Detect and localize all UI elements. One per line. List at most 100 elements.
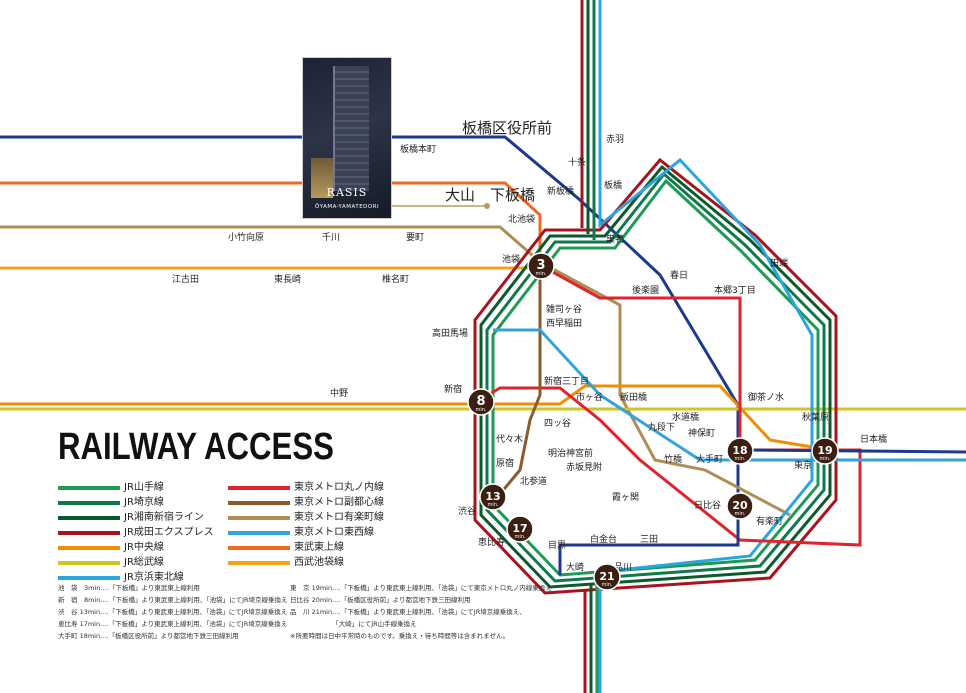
legend-item: JR山手線 <box>58 480 214 495</box>
station-label-kitaikebukuro: 北池袋 <box>508 213 535 225</box>
photo-pointer-dot <box>484 203 490 209</box>
legend-label: 東京メトロ副都心線 <box>294 497 384 508</box>
legend-item: 東京メトロ副都心線 <box>228 495 384 510</box>
station-label-harajuku: 原宿 <box>496 457 514 469</box>
time-badge-circle <box>479 483 507 511</box>
ring-narita <box>473 157 838 595</box>
legend-item: JR総武線 <box>58 555 214 570</box>
legend-right: 東京メトロ丸ノ内線東京メトロ副都心線東京メトロ有楽町線東京メトロ東西線東武東上線… <box>228 480 384 570</box>
legend-label: JR山手線 <box>124 482 164 493</box>
page-title: RAILWAY ACCESS <box>58 426 334 468</box>
time-badge-minutes: 18 <box>732 444 747 457</box>
note-line: 恵比寿 17min.…「下板橋」より東武東上線利用、「池袋」にてJR埼京線乗換え <box>58 620 288 628</box>
building-tower <box>333 66 369 191</box>
station-label-kitasando: 北参道 <box>520 475 547 487</box>
station-label-shiinamachi: 椎名町 <box>382 273 409 285</box>
station-label-mita: 三田 <box>640 534 658 545</box>
time-badge-circle <box>811 437 839 465</box>
legend-item: 東京メトロ東西線 <box>228 525 384 540</box>
legend-swatch <box>58 485 120 490</box>
station-label-shinjuku: 新宿 <box>444 383 462 395</box>
station-label-meguro: 目黒 <box>548 540 566 551</box>
time-badge-otemachi: 18min. <box>726 437 754 465</box>
line-tozai <box>493 328 966 462</box>
legend-swatch <box>58 515 120 520</box>
station-label-shimoitabashi: 下板橋 <box>490 186 535 204</box>
time-badge-minutes: 19 <box>817 444 832 457</box>
time-badge-unit: min. <box>487 502 498 508</box>
brand-subtitle: ŌYAMA-YAMATEDORI <box>314 204 380 210</box>
station-label-suidobashi: 水道橋 <box>672 411 699 423</box>
station-label-itabashi: 板橋 <box>604 179 622 191</box>
station-label-higashinagasaki: 東長崎 <box>274 273 301 285</box>
time-badge-circle <box>506 515 534 543</box>
legend-item: JR湘南新宿ライン <box>58 510 214 525</box>
station-label-oyama: 大山 <box>445 186 475 204</box>
station-label-meijijingumae: 明治神宮前 <box>548 447 593 459</box>
legend-item: JR成田エクスプレス <box>58 525 214 540</box>
legend-swatch <box>228 545 290 550</box>
time-badge-minutes: 13 <box>485 490 500 503</box>
station-label-tabata: 田端 <box>770 257 788 269</box>
station-label-shinjukusanchome: 新宿三丁目 <box>544 375 589 387</box>
station-label-otemachi: 大手町 <box>696 453 723 465</box>
line-marunouchi <box>479 263 862 547</box>
legend-swatch <box>58 500 120 505</box>
station-label-shinagawa: 品川 <box>614 562 632 573</box>
station-label-yurakucho: 有楽町 <box>756 515 783 527</box>
station-label-nakano: 中野 <box>330 387 348 399</box>
legend-label: 東京メトロ東西線 <box>294 527 374 538</box>
station-label-zoshigaya: 雑司ヶ谷 <box>546 303 582 315</box>
note-line: 大手町 18min.…「板橋区役所前」より都営地下鉄三田線利用 <box>58 632 239 640</box>
legend-item: 東京メトロ有楽町線 <box>228 510 384 525</box>
time-badge-ebisu: 17min. <box>506 515 534 543</box>
legend-label: 東京メトロ有楽町線 <box>294 512 384 523</box>
note-line: 池 袋 3min.…「下板橋」より東武東上線利用 <box>58 584 200 592</box>
time-badge-circle <box>527 252 555 280</box>
station-label-kasumigaseki: 霞ヶ関 <box>612 492 639 503</box>
legend-label: 西武池袋線 <box>294 557 344 568</box>
legend-swatch <box>228 500 290 505</box>
legend-label: JR京浜東北線 <box>124 572 184 583</box>
legend-label: JR成田エクスプレス <box>124 527 214 538</box>
line-east <box>744 448 966 454</box>
legend-swatch <box>58 545 120 550</box>
station-label-korakuen: 後楽園 <box>632 284 659 296</box>
note-line: 東 京 19min.…「下板橋」より東武東上線利用、「池袋」にて東京メトロ丸ノ内… <box>290 584 552 592</box>
station-label-takadanobaba: 高田馬場 <box>432 327 468 339</box>
station-label-itabashikuyakushomae: 板橋区役所前 <box>462 119 552 137</box>
time-badge-unit: min. <box>514 534 525 540</box>
time-badge-tokyo: 19min. <box>811 437 839 465</box>
station-label-hongosanchome: 本郷3丁目 <box>714 284 756 296</box>
station-label-yoyogi: 代々木 <box>496 433 523 445</box>
legend-swatch <box>58 530 120 535</box>
legend-item: JR中央線 <box>58 540 214 555</box>
station-label-ebisu: 恵比寿 <box>478 536 505 548</box>
station-label-hibiya: 日比谷 <box>694 499 721 511</box>
line-fukutoshin <box>493 262 542 501</box>
station-label-akasakamitsuke: 赤坂見附 <box>566 461 602 473</box>
station-label-nishiwaseda: 西早稲田 <box>546 317 582 329</box>
line-keihin <box>598 0 814 693</box>
station-label-yotsuya: 四ッ谷 <box>544 418 571 429</box>
station-label-akihabara: 秋葉原 <box>802 411 829 423</box>
time-badge-unit: min. <box>734 456 745 462</box>
note-line: ※所要時間は日中平常時のものです。乗換え・待ち時間等は含まれません。 <box>290 632 510 640</box>
notes-left: 池 袋 3min.…「下板橋」より東武東上線利用新 宿 8min.…「下板橋」よ… <box>58 582 288 642</box>
time-badge-circle <box>726 492 754 520</box>
time-badge-minutes: 17 <box>512 522 527 535</box>
station-label-osaki: 大崎 <box>566 561 584 573</box>
legend-swatch <box>58 560 120 565</box>
time-badge-minutes: 8 <box>476 394 485 409</box>
time-badge-ikebukuro: 3min. <box>527 252 555 280</box>
legend-item: 東武東上線 <box>228 540 384 555</box>
time-badges: 3min.8min.13min.17min.18min.19min.20min.… <box>467 252 839 591</box>
station-label-shirokanedai: 白金台 <box>590 533 617 545</box>
time-badge-unit: min. <box>819 456 830 462</box>
station-label-kotakemukaihara: 小竹向原 <box>228 231 264 243</box>
legend-label: 東武東上線 <box>294 542 344 553</box>
legend-label: JR湘南新宿ライン <box>124 512 204 523</box>
building-entrance <box>311 158 333 198</box>
